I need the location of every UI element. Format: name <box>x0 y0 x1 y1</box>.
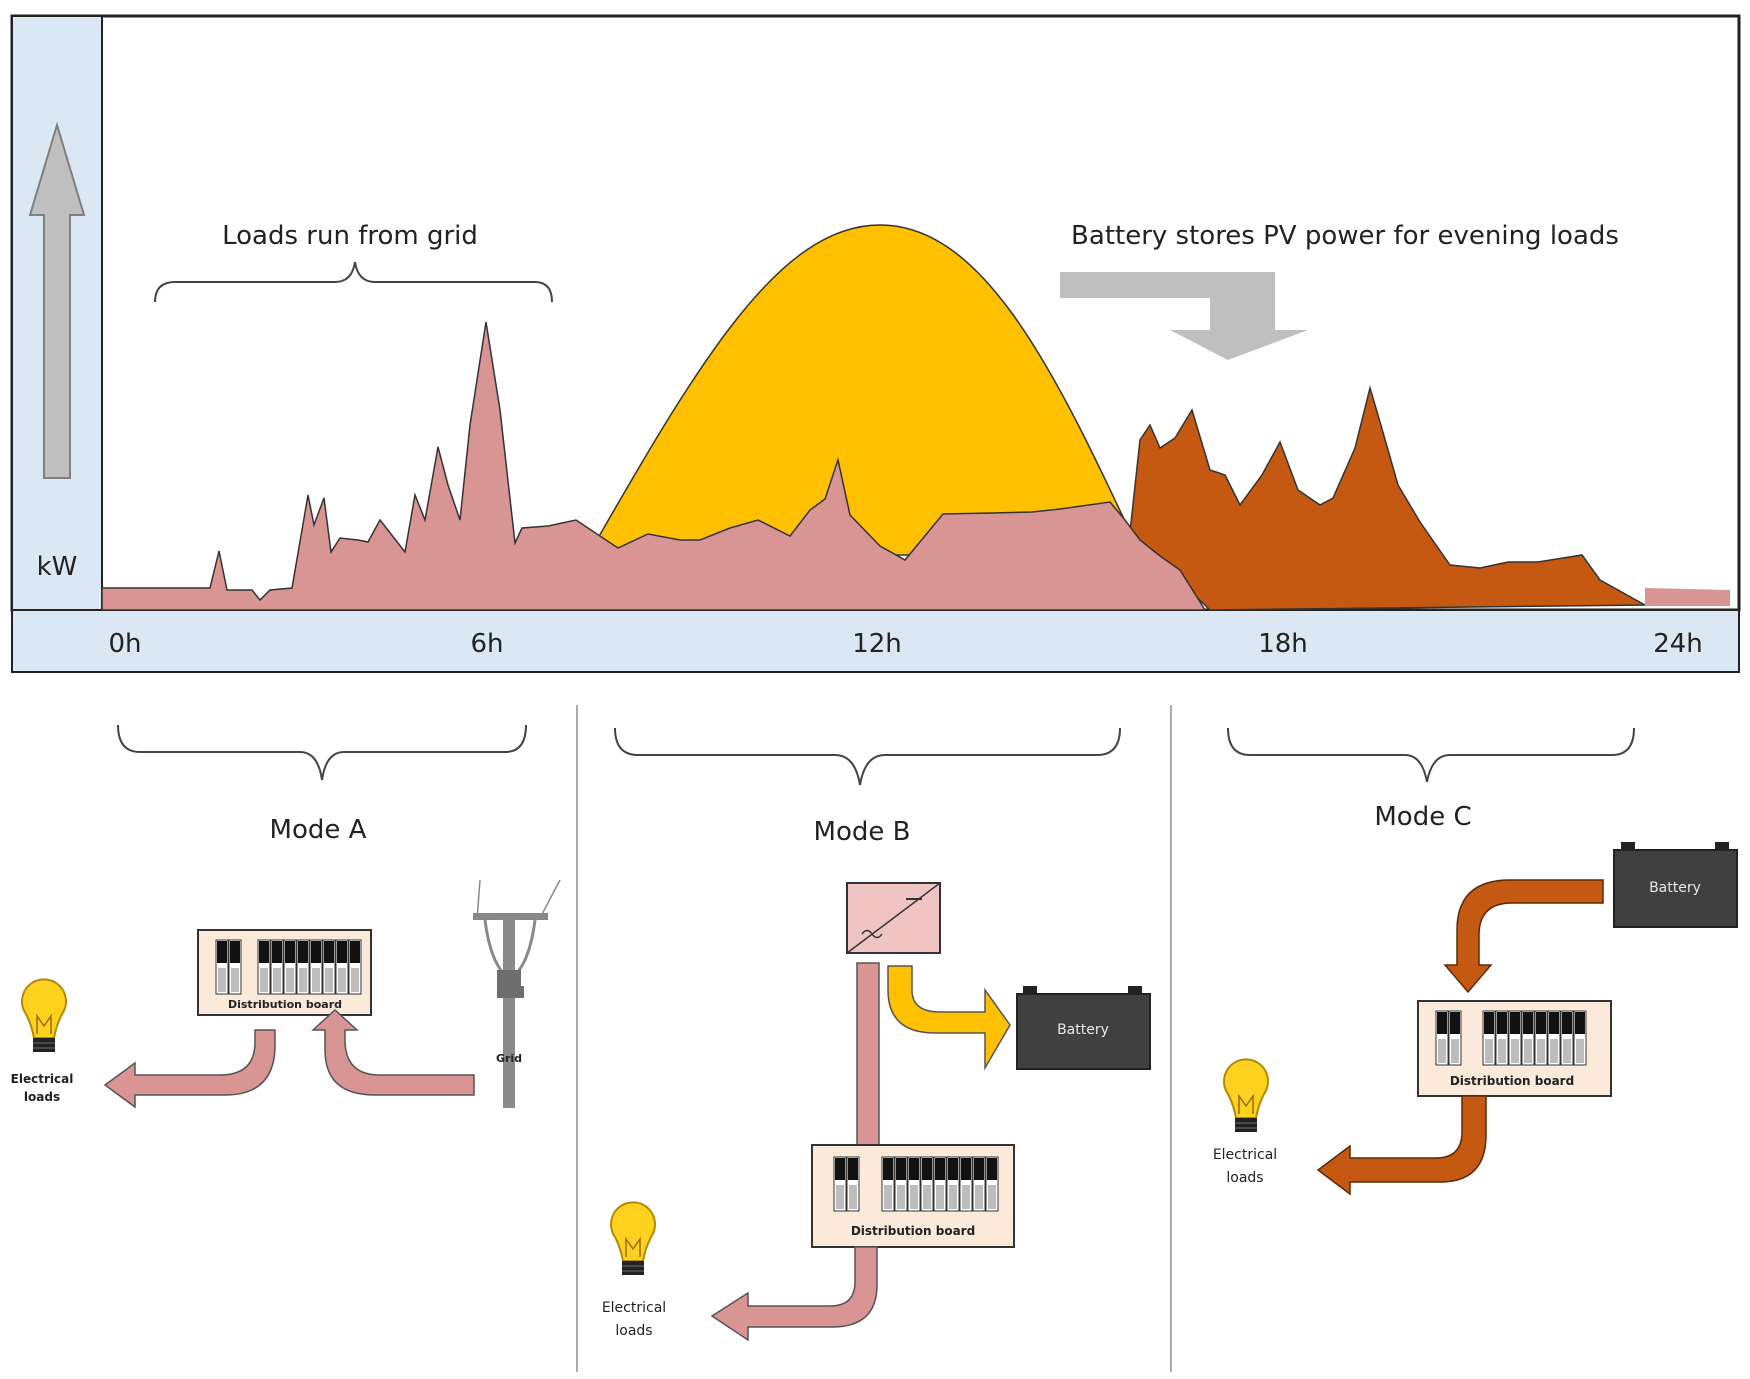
battery-annotation-arrow-icon <box>1060 272 1308 360</box>
y-unit-label: kW <box>37 552 78 582</box>
mode-b-distribution-board: Distribution board <box>811 1144 1015 1248</box>
mode-c-title: Mode C <box>1374 802 1471 832</box>
mode-b-pv-to-battery-arrow <box>887 965 1011 1071</box>
x-axis-panel <box>11 609 1740 673</box>
mode-c-lightbulb-icon <box>1223 1058 1269 1133</box>
pv-generation-area <box>589 224 1132 556</box>
mode-c-board-to-loads-arrow <box>1316 1095 1487 1196</box>
x-tick-24h: 24h <box>1653 629 1703 659</box>
mode-a-title: Mode A <box>270 815 367 845</box>
mode-a-lightbulb-icon <box>21 978 67 1053</box>
mode-c-loads-line2: loads <box>1226 1170 1263 1186</box>
mode-a-distribution-board: Distribution board <box>197 929 372 1016</box>
mode-b-battery-label: Battery <box>1057 1022 1109 1038</box>
load-profile-area <box>101 321 1207 611</box>
grid-period-bracket <box>154 261 553 303</box>
energy-profile-chart: kW 0h 6h 12h 18h 24h Loads run from grid… <box>10 14 1741 673</box>
y-axis-up-arrow-icon <box>28 121 86 479</box>
mode-b-board-label: Distribution board <box>851 1224 975 1238</box>
mode-b-bracket <box>614 727 1121 786</box>
grid-period-label: Loads run from grid <box>222 221 478 251</box>
mode-b-loads-line2: loads <box>615 1323 652 1339</box>
mode-a-panel: Mode A Distribution board Grid <box>11 724 561 1109</box>
load-tail <box>1645 588 1730 606</box>
mode-a-board-to-loads-arrow <box>103 1029 276 1109</box>
battery-annotation-label: Battery stores PV power for evening load… <box>1071 221 1619 251</box>
mode-b-battery-icon <box>1016 986 1151 1070</box>
mode-c-battery-label: Battery <box>1649 880 1701 896</box>
x-tick-18h: 18h <box>1258 629 1308 659</box>
mode-b-title: Mode B <box>814 817 911 847</box>
mode-c-bracket <box>1227 727 1635 783</box>
battery-discharge-area <box>1129 385 1648 611</box>
mode-c-loads-line1: Electrical <box>1213 1147 1277 1163</box>
mode-c-board-label: Distribution board <box>1450 1074 1574 1088</box>
mode-a-bracket <box>117 724 527 781</box>
mode-c-battery-icon <box>1613 842 1738 928</box>
mode-c-distribution-board: Distribution board <box>1417 1000 1612 1097</box>
inverter-icon <box>846 882 941 954</box>
mode-a-grid-label: Grid <box>496 1052 522 1065</box>
mode-b-board-to-loads-arrow <box>710 1246 878 1342</box>
mode-b-inverter-to-board-flow <box>856 962 880 1147</box>
mode-a-board-label: Distribution board <box>228 998 342 1011</box>
mode-b-panel: Mode B Battery <box>602 727 1151 1342</box>
x-tick-6h: 6h <box>470 629 503 659</box>
x-tick-0h: 0h <box>108 629 141 659</box>
mode-a-grid-to-board-arrow <box>311 1008 475 1096</box>
mode-a-loads-line1: Electrical <box>11 1072 74 1086</box>
mode-b-loads-line1: Electrical <box>602 1300 666 1316</box>
x-tick-12h: 12h <box>852 629 902 659</box>
mode-c-panel: Mode C Battery Distribution board <box>1213 727 1738 1196</box>
mode-c-battery-to-board-arrow <box>1443 879 1604 994</box>
utility-pole-icon <box>473 879 561 1108</box>
mode-a-loads-line2: loads <box>24 1090 60 1104</box>
mode-b-lightbulb-icon <box>610 1201 656 1276</box>
